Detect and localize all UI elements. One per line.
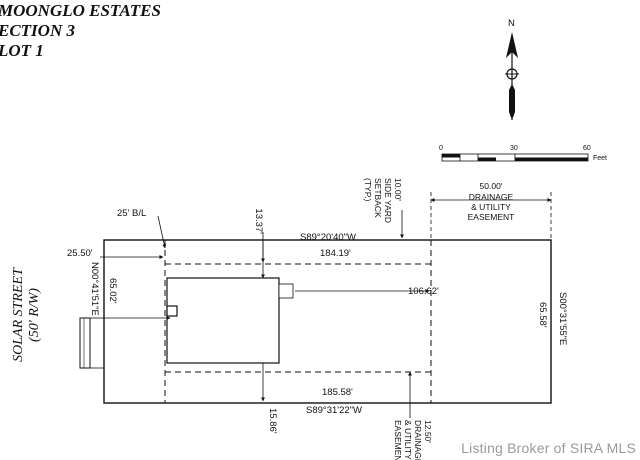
svg-text:(TYP.): (TYP.) <box>363 178 373 202</box>
top-inner-dist: 184.19' <box>320 248 351 259</box>
svg-text:30: 30 <box>510 145 518 152</box>
house-footprint <box>166 277 294 364</box>
building-line-label: 25' B/L <box>117 208 146 219</box>
scale-bar: 0 30 60 Feet <box>439 145 607 162</box>
house-to-easement-dim: 106.62' <box>408 286 439 297</box>
easement-12-note: 12.50' DRAINAGE & UTILITY EASEMENT <box>393 420 433 460</box>
svg-text:SOLAR STREET: SOLAR STREET <box>11 267 26 362</box>
easement-50-note: 50.00' DRAINAGE & UTILITY EASEMENT <box>468 181 515 222</box>
svg-text:12.50': 12.50' <box>423 420 433 443</box>
front-setback-dim: 25.50' <box>67 248 93 259</box>
svg-text:DRAINAGE: DRAINAGE <box>469 192 514 202</box>
lot-title: LOT 1 <box>0 41 44 60</box>
svg-text:Feet: Feet <box>593 155 607 162</box>
bottom-inner-dist: 185.58' <box>322 387 353 398</box>
svg-text:& UTILITY: & UTILITY <box>471 202 511 212</box>
right-bearing: S00°31'55"E <box>557 292 568 345</box>
svg-text:(50' R/W): (50' R/W) <box>27 288 42 342</box>
street-label: SOLAR STREET (50' R/W) <box>11 267 42 362</box>
listing-watermark: Listing Broker of SIRA MLS <box>461 440 636 456</box>
bottom-setback-dim: 15.86' <box>267 408 278 434</box>
svg-text:& UTILITY: & UTILITY <box>403 420 413 460</box>
svg-text:10.00': 10.00' <box>393 178 403 201</box>
svg-text:50.00': 50.00' <box>480 181 503 191</box>
top-setback-dim: 13.37' <box>253 208 264 234</box>
setback-lines <box>164 240 432 403</box>
svg-text:60: 60 <box>583 145 591 152</box>
top-bearing: S89°20'40"W <box>300 232 356 243</box>
bottom-bearing: S89°31'22"W <box>306 405 362 416</box>
right-dist: 65.58' <box>537 302 548 328</box>
left-bearing: N00°41'51"E <box>89 262 100 316</box>
svg-text:SIDE YARD: SIDE YARD <box>383 178 393 223</box>
svg-text:EASEMENT: EASEMENT <box>393 420 403 460</box>
svg-text:DRAINAGE: DRAINAGE <box>413 420 423 460</box>
driveway <box>79 317 91 369</box>
north-arrow-icon: N <box>505 18 519 120</box>
svg-text:0: 0 <box>439 145 443 152</box>
svg-text:SETBACK: SETBACK <box>373 178 383 218</box>
svg-text:EASEMENT: EASEMENT <box>468 212 515 222</box>
side-yard-setback-note: 10.00' SIDE YARD SETBACK (TYP.) <box>363 178 403 223</box>
svg-text:N: N <box>508 18 515 29</box>
left-dist: 65.02' <box>107 278 118 304</box>
subdivision-title: MOONGLO ESTATES <box>0 1 161 20</box>
section-title: ECTION 3 <box>0 21 75 40</box>
